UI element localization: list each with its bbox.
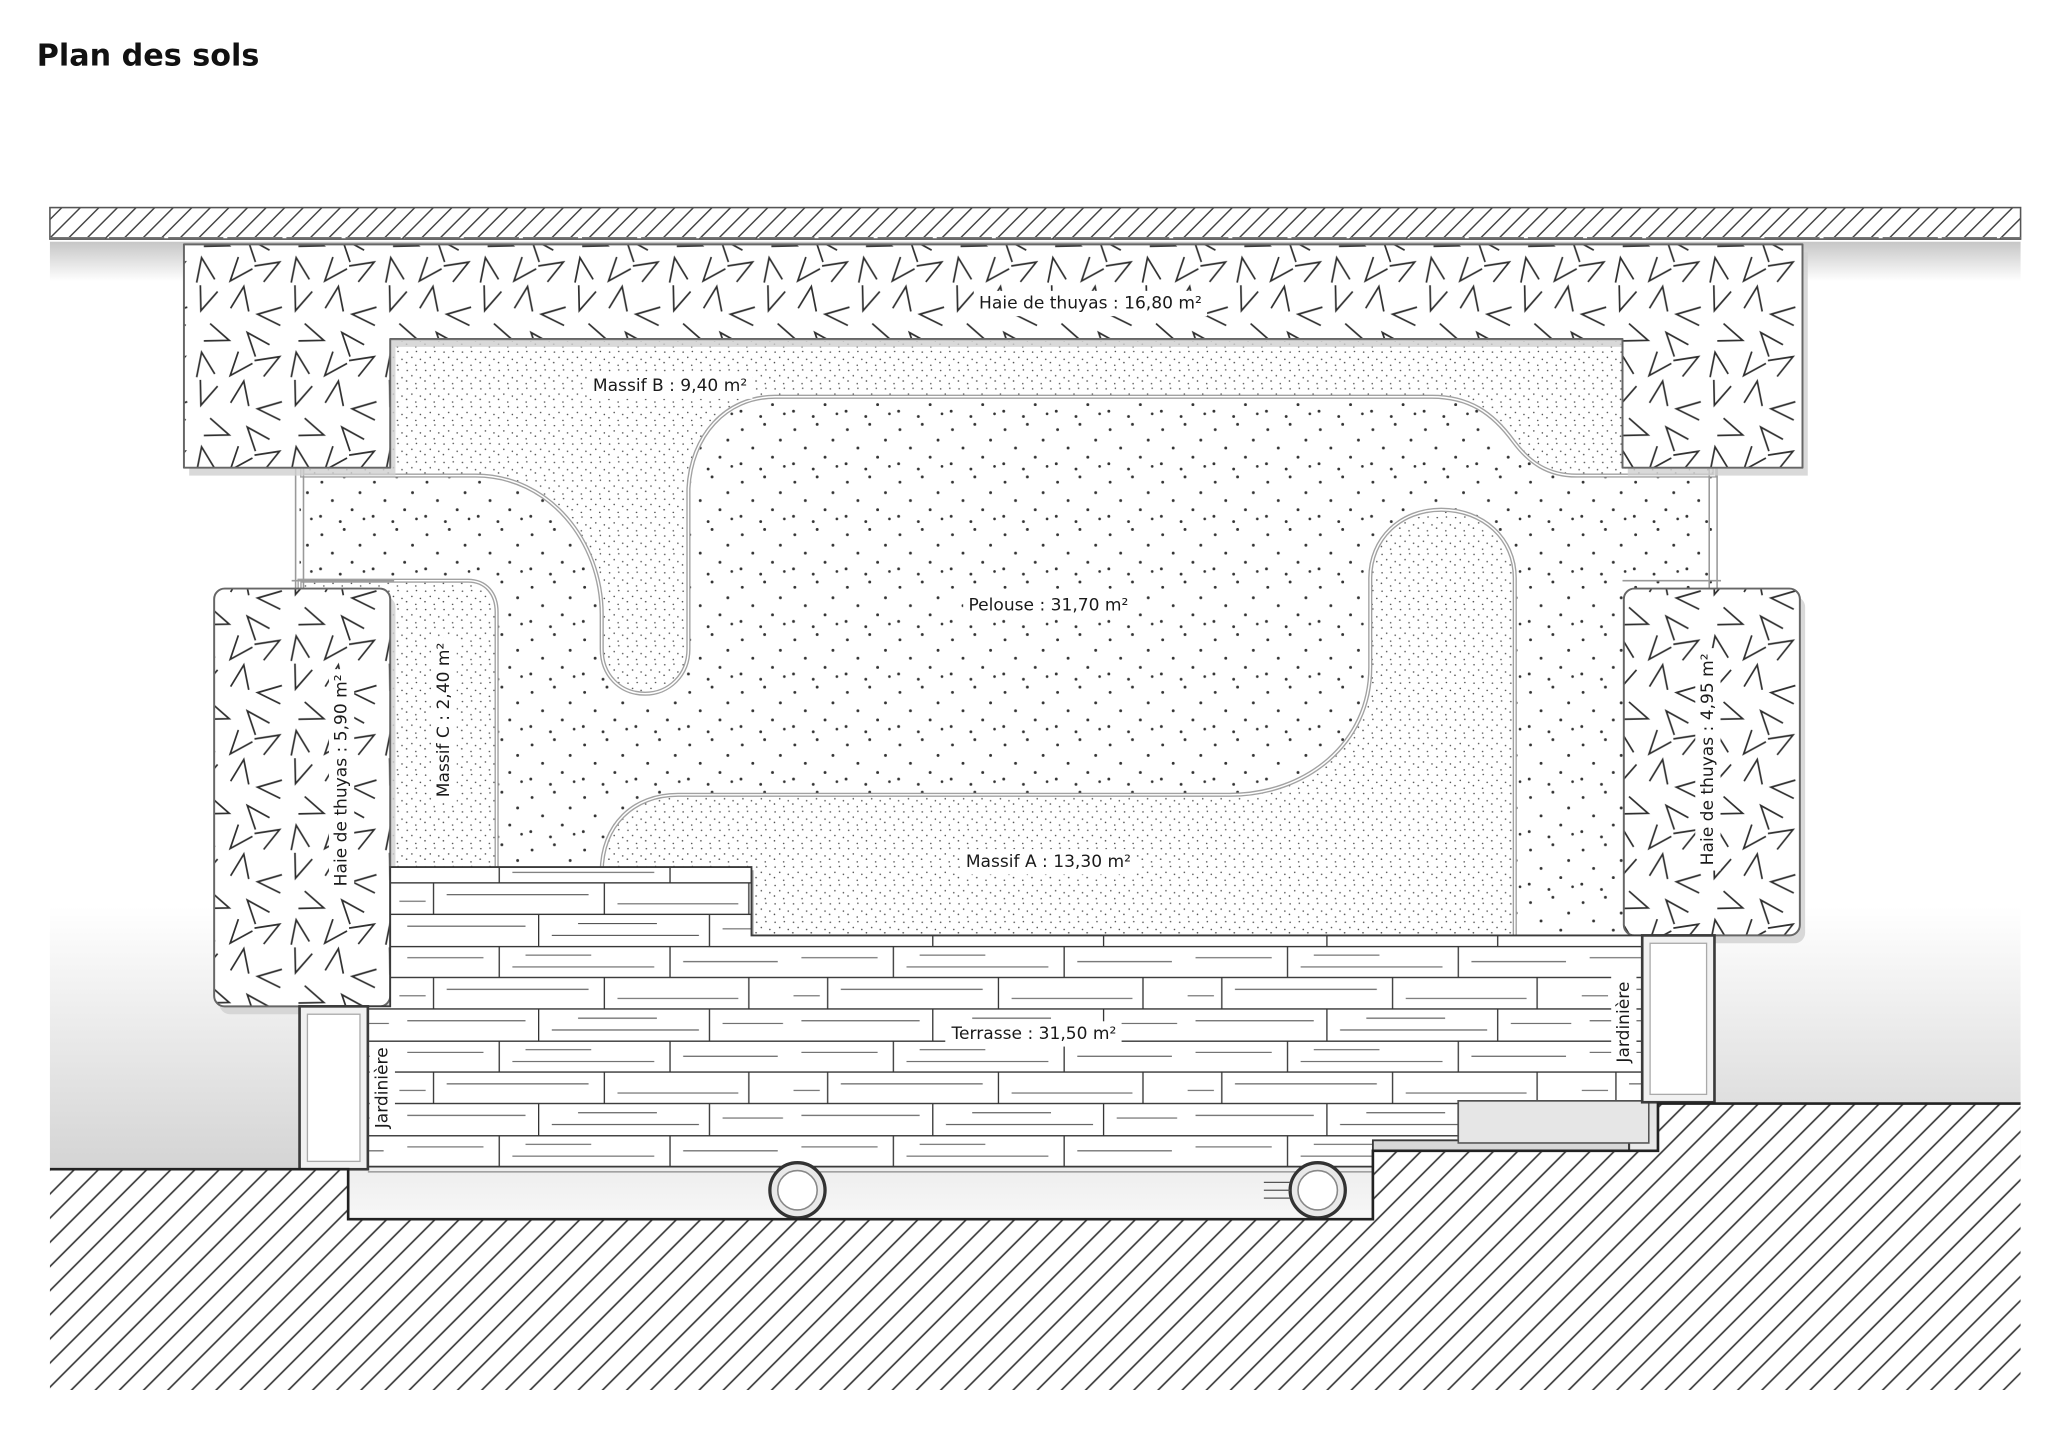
label-lawn-background — [963, 593, 1134, 619]
drain-pipe-left-inner — [776, 1169, 818, 1211]
label-massif-c-background — [431, 637, 457, 803]
massif-a-edging — [600, 509, 1516, 939]
label-terrace: Terrasse : 31,50 m² — [951, 1024, 1117, 1044]
massif-b — [300, 336, 1717, 696]
label-massif-b-background — [587, 373, 753, 399]
boundary-wall-hatch — [49, 206, 2022, 240]
label-massif-a-background — [960, 849, 1137, 875]
label-planter-right-background — [1611, 976, 1637, 1069]
hedge-top — [182, 243, 1808, 476]
label-massif-a: Massif A : 13,30 m² — [966, 852, 1131, 872]
label-hedge-top: Haie de thuyas : 16,80 m² — [979, 293, 1202, 313]
label-planter-right: Jardinière — [1614, 982, 1634, 1064]
hedge-left-area — [213, 587, 392, 1008]
planter-left — [298, 1005, 370, 1171]
hedge-left — [213, 587, 396, 1015]
ground-hatch — [49, 1103, 2021, 1390]
label-massif-c: Massif C : 2,40 m² — [434, 643, 454, 798]
drain-pipe-right-inner — [1297, 1169, 1339, 1211]
label-hedge-left: Haie de thuyas : 5,90 m² — [332, 674, 352, 886]
drain-pipe-left — [768, 1161, 827, 1220]
label-planter-left: Jardinière — [372, 1047, 392, 1129]
label-terrace-background — [945, 1021, 1122, 1047]
boundary-wall — [49, 206, 2022, 240]
label-hedge-top-background — [973, 290, 1208, 317]
label-planter-left-background — [369, 1042, 395, 1135]
terrace-step-slab — [1457, 1100, 1650, 1144]
hedge-top-area — [182, 243, 1804, 469]
massif-c-edging — [298, 579, 498, 874]
zone-labels: Haie de thuyas : 16,80 m² Massif B : 9,4… — [328, 290, 1721, 1135]
planter-left-soil — [306, 1013, 361, 1163]
label-hedge-right: Haie de thuyas : 4,95 m² — [1698, 653, 1718, 865]
label-hedge-left-background — [328, 669, 355, 892]
massif-a — [599, 507, 1517, 941]
label-lawn: Pelouse : 31,70 m² — [968, 596, 1128, 616]
label-massif-b: Massif B : 9,40 m² — [593, 376, 747, 396]
page-title: Plan des sols — [37, 39, 260, 74]
massif-b-edging — [301, 338, 1716, 695]
label-hedge-right-background — [1695, 648, 1721, 871]
drain-pipe-right — [1288, 1161, 1347, 1220]
ground-line — [49, 1102, 2021, 1221]
joist-marks — [1263, 1181, 1291, 1199]
planter-right-soil — [1649, 942, 1708, 1096]
planter-right — [1640, 934, 1716, 1104]
